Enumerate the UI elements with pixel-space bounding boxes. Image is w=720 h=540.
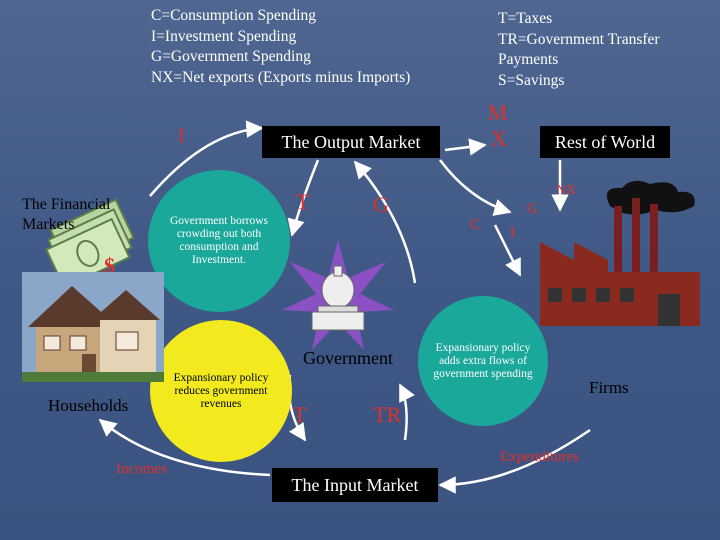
arrow-t-top — [287, 159, 320, 237]
net-exports-label: NX — [556, 183, 577, 198]
legend-left: C=Consumption Spending I=Investment Spen… — [151, 6, 410, 88]
money-stack-icon — [45, 198, 135, 285]
government-label: Government — [303, 348, 393, 368]
legend-left-line: C=Consumption Spending — [151, 7, 317, 24]
crowding-out-note: Government borrows crowding out both con… — [169, 215, 269, 266]
arrow-incomes — [98, 418, 271, 477]
legend-right-line: T=Taxes — [498, 10, 553, 27]
legend-right-line: Payments — [498, 51, 559, 68]
arrow-expenditures — [438, 428, 591, 494]
crowding-out-circle: Government borrows crowding out both con… — [148, 170, 290, 312]
households-label: Households — [48, 396, 129, 415]
extra-flows-circle: Expansionary policy adds extra flows of … — [418, 296, 548, 426]
legend-right: T=Taxes TR=Government Transfer Payments … — [498, 9, 660, 91]
expenditures-label: Expenditures — [500, 449, 580, 465]
extra-flows-note: Expansionary policy adds extra flows of … — [433, 341, 533, 380]
taxes-bottom-label: T — [293, 402, 307, 427]
legend-left-line: G=Government Spending — [151, 48, 311, 65]
output-market-box: The Output Market — [262, 126, 440, 158]
reduces-revenue-note: Expansionary policy reduces government r… — [173, 371, 269, 410]
rest-of-world-box: Rest of World — [540, 126, 670, 158]
legend-left-line: NX=Net exports (Exports minus Imports) — [151, 68, 411, 86]
investment-label: I — [178, 125, 185, 147]
transfers-label: TR — [373, 402, 402, 427]
financial-markets-label: The Financial Markets — [22, 196, 111, 233]
legend-right-line: S=Savings — [498, 71, 565, 89]
capitol-icon — [282, 240, 394, 350]
arrow-g-top — [353, 160, 417, 284]
gov-spending-top-label: G — [373, 192, 389, 217]
input-market-box: The Input Market — [272, 468, 438, 502]
arrow-investment — [149, 120, 264, 197]
arrow-consumption — [439, 159, 512, 216]
investment-firms-label: I — [510, 225, 515, 241]
reduces-revenue-circle: Expansionary policy reduces government r… — [150, 320, 292, 462]
legend-right-line: TR=Government Transfer — [498, 30, 660, 48]
arrow-imports — [444, 138, 487, 156]
legend-left-line: I=Investment Spending — [151, 27, 297, 45]
factory-icon — [540, 180, 700, 326]
gov-spending-right-label: G — [527, 201, 538, 217]
savings-label: $ — [104, 253, 115, 278]
firms-label: Firms — [589, 378, 629, 397]
incomes-label: Incomes — [116, 461, 167, 477]
imports-label: M — [488, 100, 508, 125]
exports-label: X — [491, 126, 507, 151]
arrow-investment-firms — [493, 224, 522, 277]
consumption-label: C — [470, 217, 481, 233]
arrow-transfers — [398, 383, 415, 441]
house-icon — [22, 272, 164, 382]
taxes-top-label: T — [296, 189, 310, 214]
